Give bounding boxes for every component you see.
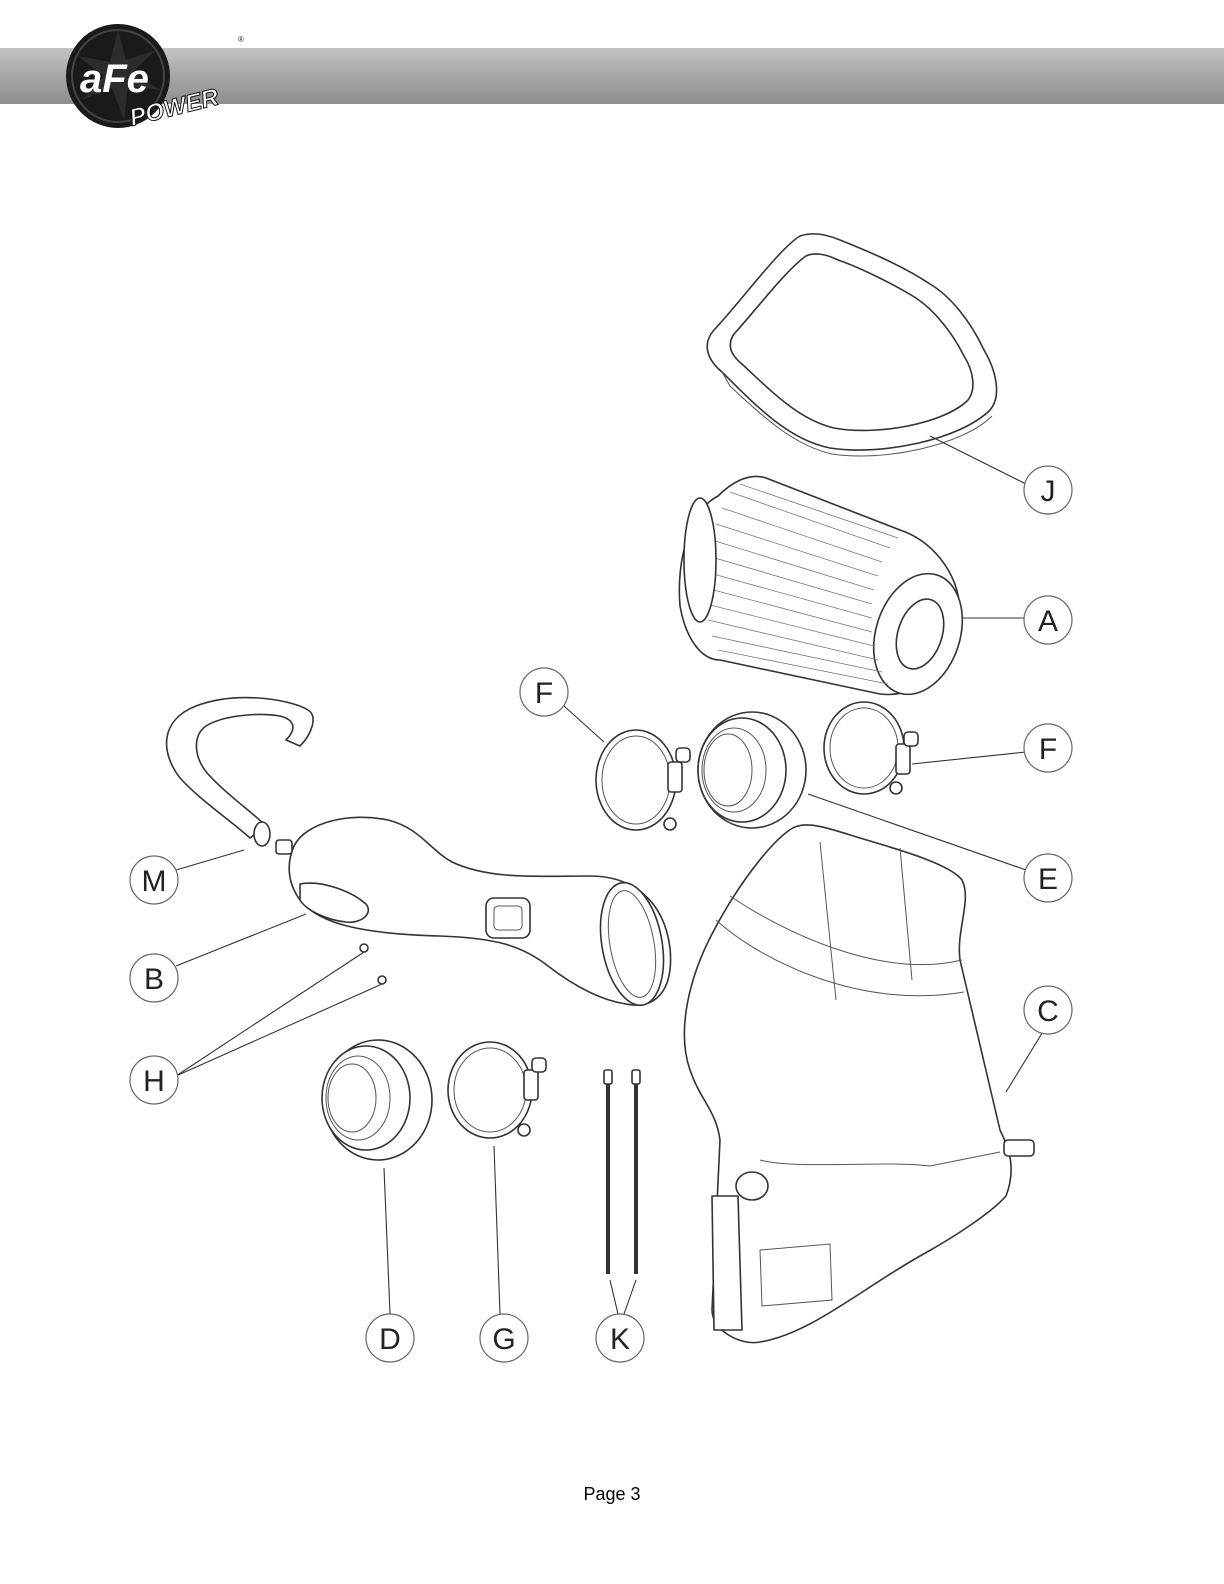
callout-C: C <box>1023 985 1073 1035</box>
callout-label: D <box>379 1323 401 1356</box>
callout-label: C <box>1037 995 1059 1028</box>
callout-K: K <box>595 1313 645 1363</box>
callout-E: E <box>1023 853 1073 903</box>
leader-lines <box>175 435 1045 1315</box>
part-d-coupler <box>321 1039 433 1161</box>
part-a-air-filter <box>678 475 964 696</box>
page-number: Page 3 <box>583 1484 641 1504</box>
callout-J: J <box>1023 465 1073 515</box>
svg-text:®: ® <box>238 35 244 44</box>
part-e-coupler <box>697 711 807 829</box>
callout-label: K <box>610 1323 630 1356</box>
part-k-zip-ties <box>603 1069 641 1274</box>
part-m-hose <box>165 696 314 847</box>
callout-H: H <box>129 1055 179 1105</box>
part-h-screws <box>359 943 387 985</box>
callout-M: M <box>129 855 179 905</box>
header-bar <box>0 48 1224 104</box>
callout-F-right: F <box>1023 723 1073 773</box>
callout-label: M <box>142 865 167 898</box>
callout-G: G <box>479 1313 529 1363</box>
callout-label: H <box>143 1065 165 1098</box>
callout-label: J <box>1041 475 1056 508</box>
callout-label: E <box>1038 863 1058 896</box>
part-f-clamp-right <box>823 701 919 795</box>
callout-label: F <box>1039 733 1057 766</box>
callout-D: D <box>365 1313 415 1363</box>
callout-F-left: F <box>519 667 569 717</box>
part-j-seal <box>706 233 998 457</box>
part-f-clamp-left <box>595 729 691 831</box>
logo-text-top: aFe <box>80 57 149 101</box>
part-g-clamp <box>447 1041 547 1139</box>
part-c-airbox <box>683 824 1035 1344</box>
callout-label: B <box>144 963 164 996</box>
callout-B: B <box>129 953 179 1003</box>
callout-label: F <box>535 677 553 710</box>
callout-label: A <box>1038 605 1058 638</box>
callout-label: G <box>492 1323 515 1356</box>
part-b-intake-tube <box>275 816 672 1007</box>
callout-A: A <box>1023 595 1073 645</box>
afe-power-logo: aFe POWER ® <box>66 24 244 132</box>
